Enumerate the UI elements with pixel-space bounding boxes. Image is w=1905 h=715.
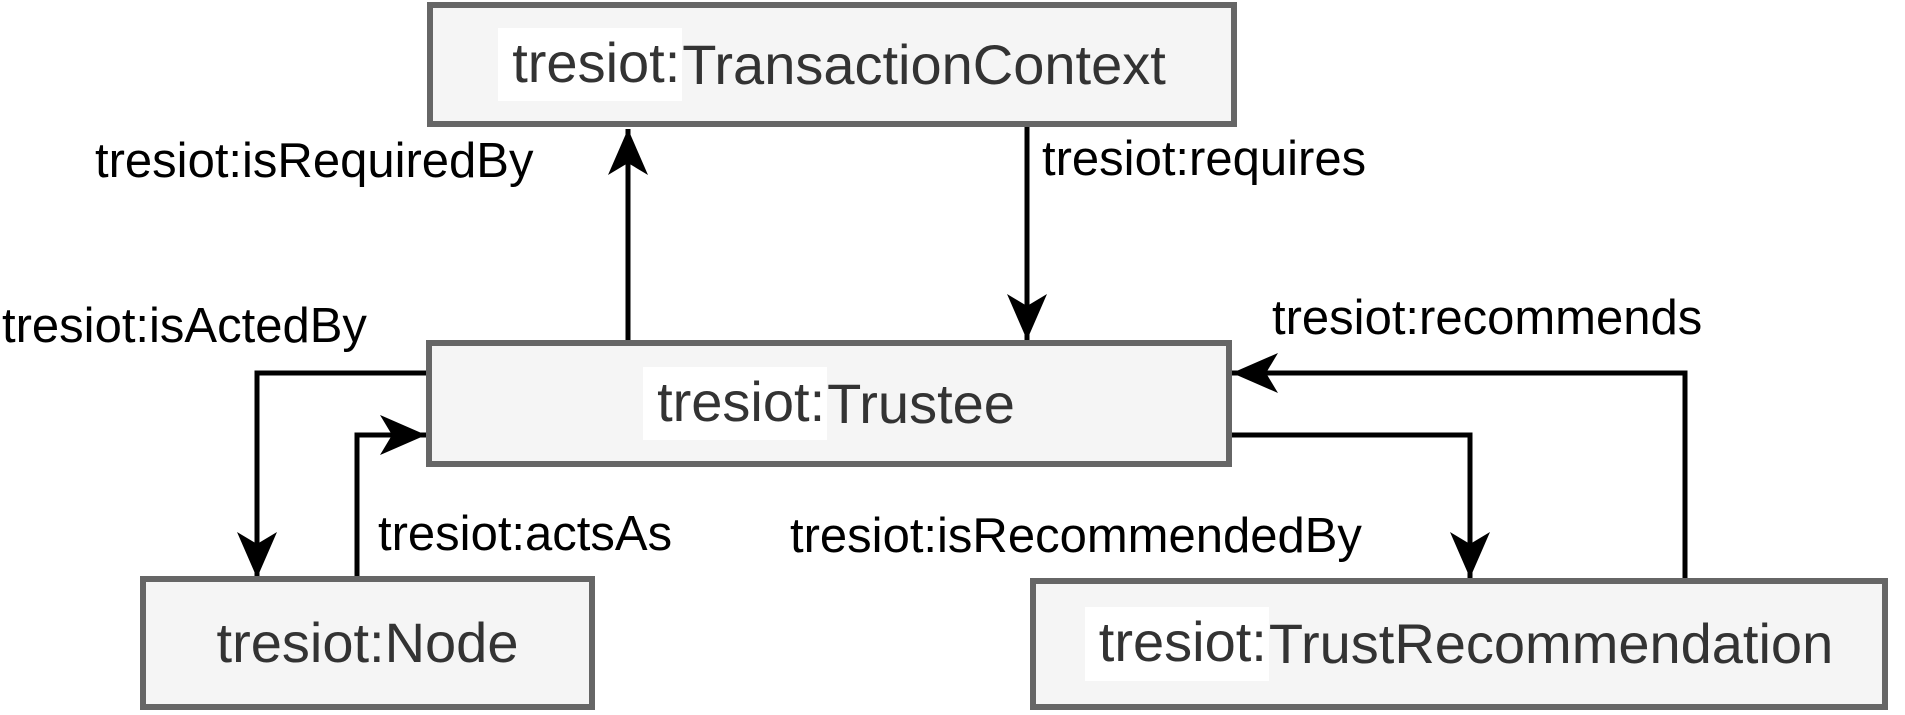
node-trustee: tresiot:Trustee	[426, 340, 1232, 467]
edge-label-is-acted-by: tresiot:isActedBy	[2, 299, 367, 353]
node-transaction-context: tresiot:TransactionContext	[427, 2, 1237, 127]
node-name: Node	[384, 611, 519, 675]
node-prefix: tresiot:	[498, 27, 683, 102]
edge-label-is-recommended-by: tresiot:isRecommendedBy	[790, 509, 1362, 563]
edge-is-acted-by-line	[237, 370, 428, 578]
node-prefix: tresiot:	[1084, 607, 1269, 681]
node-name: Trustee	[827, 371, 1015, 435]
edge-is-recommended-by-line	[1232, 432, 1490, 578]
node-prefix: tresiot:	[216, 611, 385, 675]
node-node: tresiot:Node	[140, 576, 595, 710]
edge-acts-as-line	[354, 415, 426, 578]
node-name: TransactionContext	[682, 32, 1166, 96]
node-trust-recommendation: tresiot:TrustRecommendation	[1030, 578, 1888, 710]
edge-label-is-required-by: tresiot:isRequiredBy	[95, 134, 534, 188]
edge-label-requires: tresiot:requires	[1042, 132, 1367, 186]
edge-label-acts-as: tresiot:actsAs	[378, 507, 673, 561]
edge-label-recommends: tresiot:recommends	[1272, 291, 1703, 345]
node-prefix: tresiot:	[643, 366, 828, 441]
node-name: TrustRecommendation	[1268, 612, 1834, 676]
edge-recommends-line	[1232, 353, 1688, 578]
